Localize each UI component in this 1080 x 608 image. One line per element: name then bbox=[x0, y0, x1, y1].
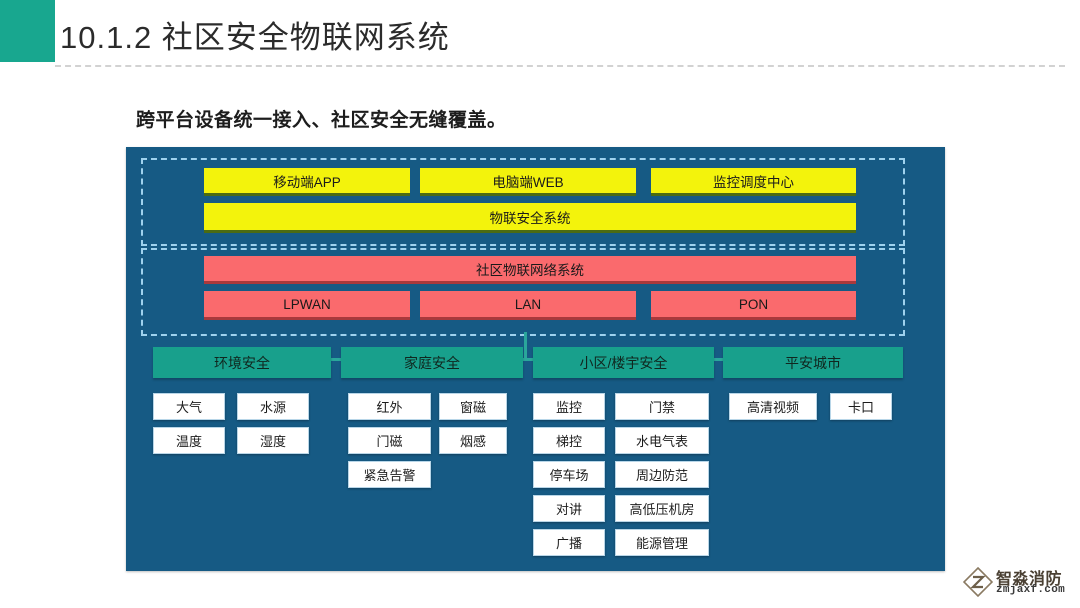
network-tier-group bbox=[141, 248, 905, 336]
diamond-logo-icon bbox=[963, 567, 993, 597]
leaf-item-门禁[interactable]: 门禁 bbox=[615, 393, 709, 420]
leaf-item-周边防范[interactable]: 周边防范 bbox=[615, 461, 709, 488]
network-box-lan[interactable]: LAN bbox=[420, 291, 636, 320]
category-header-小区-楼宇安全[interactable]: 小区/楼宇安全 bbox=[533, 347, 714, 378]
leaf-item-停车场[interactable]: 停车场 bbox=[533, 461, 605, 488]
leaf-item-高低压机房[interactable]: 高低压机房 bbox=[615, 495, 709, 522]
leaf-item-高清视频[interactable]: 高清视频 bbox=[729, 393, 817, 420]
leaf-item-大气[interactable]: 大气 bbox=[153, 393, 225, 420]
leaf-item-能源管理[interactable]: 能源管理 bbox=[615, 529, 709, 556]
platform-box-monitor-center[interactable]: 监控调度中心 bbox=[651, 168, 856, 196]
connector-bus bbox=[188, 358, 864, 361]
platform-box-mobile-app[interactable]: 移动端APP bbox=[204, 168, 410, 196]
leaf-item-对讲[interactable]: 对讲 bbox=[533, 495, 605, 522]
leaf-item-监控[interactable]: 监控 bbox=[533, 393, 605, 420]
connector-stem bbox=[524, 332, 527, 360]
category-header-家庭安全[interactable]: 家庭安全 bbox=[341, 347, 523, 378]
logo-company-name: 智淼消防 bbox=[996, 571, 1063, 588]
leaf-item-烟感[interactable]: 烟感 bbox=[439, 427, 507, 454]
platform-tier-group bbox=[141, 158, 905, 246]
leaf-item-湿度[interactable]: 湿度 bbox=[237, 427, 309, 454]
leaf-item-红外[interactable]: 红外 bbox=[348, 393, 431, 420]
leaf-item-广播[interactable]: 广播 bbox=[533, 529, 605, 556]
leaf-item-梯控[interactable]: 梯控 bbox=[533, 427, 605, 454]
leaf-item-温度[interactable]: 温度 bbox=[153, 427, 225, 454]
leaf-item-门磁[interactable]: 门磁 bbox=[348, 427, 431, 454]
brand-logo: 智淼消防 zmjaxf.com bbox=[963, 565, 1075, 603]
leaf-item-卡口[interactable]: 卡口 bbox=[830, 393, 892, 420]
platform-box-pc-web[interactable]: 电脑端WEB bbox=[420, 168, 636, 196]
leaf-item-窗磁[interactable]: 窗磁 bbox=[439, 393, 507, 420]
leaf-item-水源[interactable]: 水源 bbox=[237, 393, 309, 420]
network-box-pon[interactable]: PON bbox=[651, 291, 856, 320]
page-title: 10.1.2 社区安全物联网系统 bbox=[60, 20, 450, 55]
leaf-item-紧急告警[interactable]: 紧急告警 bbox=[348, 461, 431, 488]
network-box-lpwan[interactable]: LPWAN bbox=[204, 291, 410, 320]
platform-box-iot-security-system[interactable]: 物联安全系统 bbox=[204, 203, 856, 233]
architecture-diagram-panel: 移动端APP 电脑端WEB 监控调度中心 物联安全系统 社区物联网络系统 LPW… bbox=[126, 147, 945, 571]
header-accent-bar bbox=[0, 0, 55, 62]
logo-domain: zmjaxf.com bbox=[996, 584, 1066, 596]
subtitle: 跨平台设备统一接入、社区安全无缝覆盖。 bbox=[136, 110, 507, 131]
network-box-community-iot-network[interactable]: 社区物联网络系统 bbox=[204, 256, 856, 284]
title-divider bbox=[55, 65, 1065, 67]
leaf-item-水电气表[interactable]: 水电气表 bbox=[615, 427, 709, 454]
category-header-平安城市[interactable]: 平安城市 bbox=[723, 347, 903, 378]
category-header-环境安全[interactable]: 环境安全 bbox=[153, 347, 331, 378]
